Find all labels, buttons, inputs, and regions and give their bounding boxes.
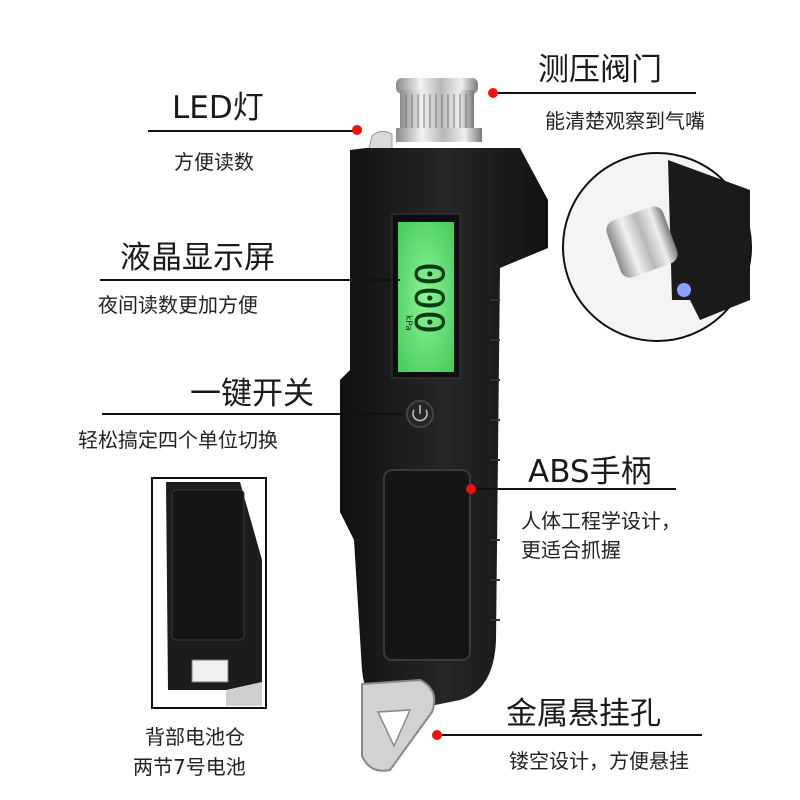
battery-caption-line1: 背部电池仓 xyxy=(145,725,245,749)
grip-panel xyxy=(383,469,471,661)
hole-marker xyxy=(432,730,442,740)
hole-title: 金属悬挂孔 xyxy=(506,696,661,732)
led-leader-line xyxy=(148,130,354,132)
hole-leader-line xyxy=(442,734,702,736)
led-desc: 方便读数 xyxy=(174,150,254,174)
valve-closeup xyxy=(562,152,752,342)
lcd-title: 液晶显示屏 xyxy=(120,240,275,276)
lcd-screen xyxy=(398,222,454,372)
button-desc: 轻松搞定四个单位切换 xyxy=(78,428,278,452)
led-title: LED灯 xyxy=(172,90,264,126)
battery-caption-line2: 两节7号电池 xyxy=(133,755,246,779)
lcd-unit: kPa xyxy=(403,315,413,331)
battery-view xyxy=(151,477,267,709)
valve-desc: 能清楚观察到气嘴 xyxy=(545,109,705,133)
handle-desc-2: 更适合抓握 xyxy=(521,538,621,562)
button-leader-line xyxy=(102,413,402,415)
valve-cap xyxy=(396,78,482,142)
handle-title: ABS手柄 xyxy=(528,454,652,490)
lcd-desc: 夜间读数更加方便 xyxy=(98,293,258,317)
led-tab xyxy=(367,130,393,153)
handle-marker xyxy=(466,484,476,494)
valve-leader-line xyxy=(498,92,696,94)
handle-desc-1: 人体工程学设计， xyxy=(521,509,681,533)
led-marker xyxy=(352,125,362,135)
hole-desc: 镂空设计，方便悬挂 xyxy=(509,749,689,773)
power-icon xyxy=(412,409,428,422)
handle-leader-line xyxy=(476,488,676,490)
button-title: 一键开关 xyxy=(190,376,314,412)
valve-title: 测压阀门 xyxy=(538,52,662,88)
lcd-leader-line xyxy=(100,279,400,281)
valve-marker xyxy=(488,88,498,98)
